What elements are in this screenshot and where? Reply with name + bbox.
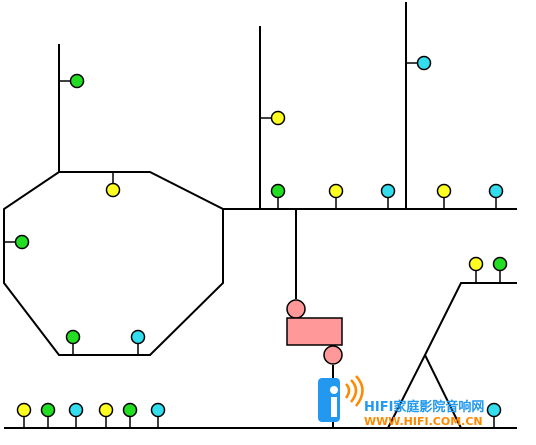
green-node (14, 234, 30, 250)
yellow-node (16, 402, 32, 418)
watermark-url: WWW.HIFI.COM.CN (364, 415, 483, 428)
green-node (65, 329, 81, 345)
green-node (122, 402, 138, 418)
yellow-node (468, 256, 484, 272)
device-body (286, 317, 343, 346)
loop-wire (3, 171, 224, 356)
device (286, 299, 343, 365)
device-top-coil (286, 299, 306, 319)
green-node (270, 183, 286, 199)
cyan-node (488, 183, 504, 199)
yellow-node (270, 110, 286, 126)
device-bottom-coil (323, 345, 343, 365)
ramp-wire (387, 282, 517, 429)
watermark: HIFI家庭影院音响网 WWW.HIFI.COM.CN (318, 375, 484, 428)
yellow-node (436, 183, 452, 199)
split-wire (424, 354, 462, 429)
node-layer (4, 55, 508, 428)
cyan-node (150, 402, 166, 418)
yellow-node (328, 183, 344, 199)
green-node (40, 402, 56, 418)
yellow-node (98, 402, 114, 418)
cyan-node (68, 402, 84, 418)
green-node (492, 256, 508, 272)
watermark-brand: HIFI家庭影院音响网 (364, 399, 484, 415)
green-node (69, 73, 85, 89)
cyan-node (380, 183, 396, 199)
hifi-logo-icon (318, 375, 364, 422)
cyan-node (130, 329, 146, 345)
cyan-node (486, 402, 502, 418)
wire-layer (3, 2, 517, 429)
yellow-node (105, 182, 121, 198)
cyan-node (416, 55, 432, 71)
